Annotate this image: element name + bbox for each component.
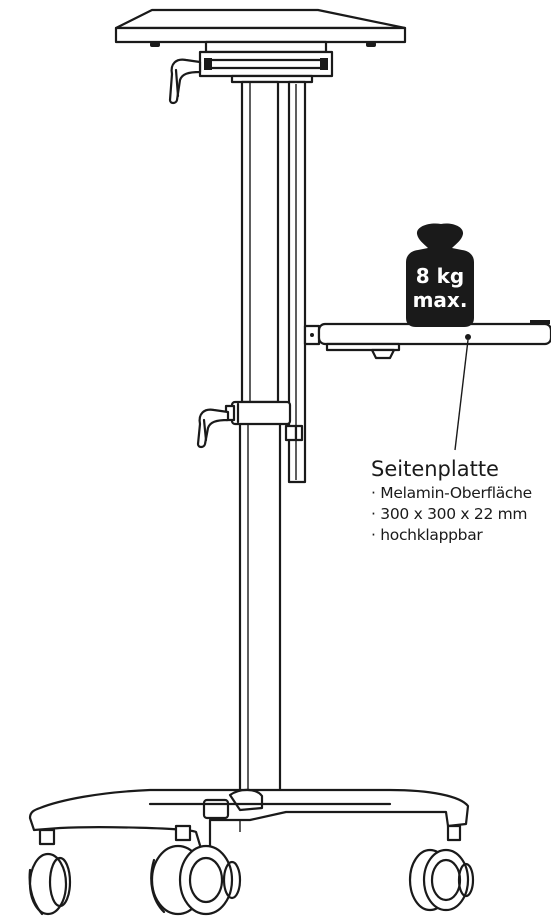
base bbox=[28, 788, 470, 854]
weight-amount: 8 kg bbox=[416, 264, 465, 288]
weight-limit: max. bbox=[413, 288, 468, 312]
side-rail bbox=[284, 80, 307, 484]
height-lever bbox=[196, 408, 230, 449]
tilt-bracket bbox=[198, 40, 334, 84]
caster-right bbox=[408, 824, 475, 912]
weight-icon: 8 kg max. bbox=[406, 223, 474, 327]
side-table bbox=[303, 320, 551, 360]
top-lever bbox=[168, 58, 202, 105]
height-clamp bbox=[224, 400, 292, 426]
callout-item-surface: · Melamin-Oberfläche bbox=[371, 484, 532, 502]
caster-left bbox=[28, 828, 72, 916]
callout-item-foldable: · hochklappbar bbox=[371, 526, 483, 544]
callout-leader bbox=[454, 339, 469, 451]
main-column bbox=[238, 80, 282, 810]
callout-title: Seitenplatte bbox=[371, 457, 499, 481]
callout-item-dimensions: · 300 x 300 x 22 mm bbox=[371, 505, 528, 523]
caster-center bbox=[150, 824, 242, 916]
callout-side-table: Seitenplatte · Melamin-Oberfläche · 300 … bbox=[371, 455, 532, 546]
